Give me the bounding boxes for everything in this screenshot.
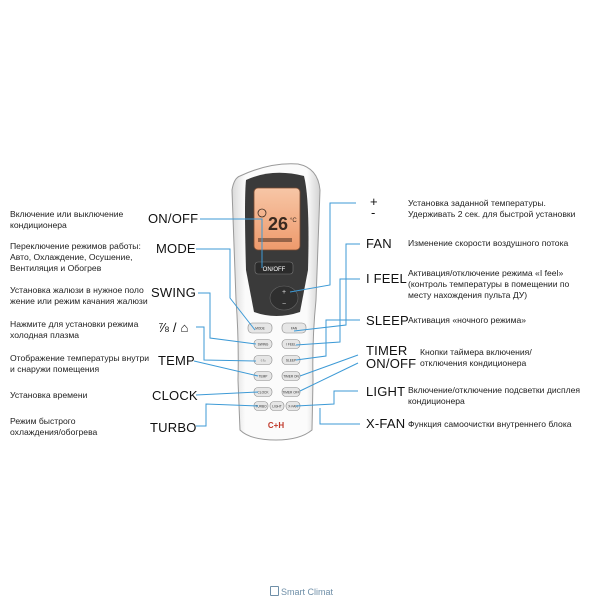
line-sleep xyxy=(295,319,360,361)
display-temp: 26 xyxy=(268,214,288,234)
desc-light: Включение/отключение подсветки дисплея к… xyxy=(408,385,581,406)
display-unit: °C xyxy=(290,218,297,224)
desc-temp: Отображение температуры внутри и снаружи… xyxy=(10,353,150,374)
remote-button-timer-off[interactable] xyxy=(281,387,301,397)
line-xfan xyxy=(319,408,360,425)
key-ifeel: I FEEL xyxy=(366,271,407,286)
remote-button-label: TURBO xyxy=(255,405,267,409)
remote-control: 26 °C ON/OFF + − MODE FAN SWING I FEEL ☃/⌂ SL… xyxy=(231,163,321,441)
key-timer: TIMER ON/OFF xyxy=(366,343,417,371)
key-mode: MODE xyxy=(156,241,196,256)
desc-timer: Кнопки таймера включения/ отключения кон… xyxy=(420,347,532,368)
key-plasma: ⅞ / ⌂ xyxy=(158,320,189,335)
desc-onoff: Включение или выключение кондиционера xyxy=(10,209,124,230)
key-light: LIGHT xyxy=(366,384,406,399)
key-minus: - xyxy=(371,205,376,220)
desc-sleep: Активация «ночного режима» xyxy=(408,315,527,325)
footer-brand: Smart Climat xyxy=(270,586,333,597)
line-clock xyxy=(195,391,259,396)
key-swing: SWING xyxy=(151,285,197,300)
line-ifeel xyxy=(295,278,360,346)
display-bar xyxy=(258,238,292,242)
display-fan-icon xyxy=(257,208,267,218)
remote-button-label: LIGHT xyxy=(272,405,281,409)
line-fan xyxy=(293,243,360,332)
line-timer xyxy=(299,354,359,377)
key-turbo: TURBO xyxy=(150,420,197,435)
key-onoff-left: ON/OFF xyxy=(148,211,199,226)
line-onoff-left xyxy=(200,218,263,268)
remote-button-label: SLEEP xyxy=(286,359,296,363)
plus-icon: + xyxy=(282,289,286,296)
line-temp xyxy=(193,360,259,377)
onoff-button-label: ON/OFF xyxy=(263,267,286,273)
brand-logo: C+H xyxy=(268,421,284,430)
key-plus: + xyxy=(370,194,378,209)
remote-button-label: SWING xyxy=(258,343,269,347)
remote-button-i-feel[interactable] xyxy=(281,339,301,349)
remote-button-label: CLOCK xyxy=(258,391,270,395)
line-turbo xyxy=(196,403,259,427)
line-plasma xyxy=(196,326,257,362)
remote-button-label: TIMER OFF xyxy=(282,391,299,395)
line-timer2 xyxy=(299,362,359,392)
remote-button-label: I FEEL xyxy=(286,343,296,347)
footer-brand-text: Smart Climat xyxy=(281,587,334,597)
line-plus xyxy=(289,202,356,293)
desc-ifeel: Активация/отключение режима «I feel» (ко… xyxy=(408,268,570,300)
remote-button-label: MODE xyxy=(255,327,265,331)
remote-button-light[interactable] xyxy=(269,401,285,411)
remote-button--[interactable] xyxy=(253,355,273,365)
home-icon xyxy=(270,586,279,596)
key-fan: FAN xyxy=(366,236,392,251)
key-sleep: SLEEP xyxy=(366,313,409,328)
remote-button-temp[interactable] xyxy=(253,371,273,381)
remote-button-label: ☃/⌂ xyxy=(260,359,266,363)
onoff-button xyxy=(254,261,294,275)
desc-turbo: Режим быстрого охлаждения/обогрева xyxy=(10,416,98,437)
remote-button-label: TIMER ON xyxy=(283,375,299,379)
desc-fan: Изменение скорости воздушного потока xyxy=(408,238,569,248)
desc-xfan: Функция самоочистки внутреннего блока xyxy=(408,419,572,429)
leader-lines xyxy=(193,202,360,427)
remote-button-label: X-FAN xyxy=(288,405,298,409)
minus-icon: − xyxy=(282,301,286,308)
desc-swing: Установка жалюзи в нужное поло жение или… xyxy=(10,285,148,306)
key-temp: TEMP xyxy=(158,353,195,368)
line-swing xyxy=(198,292,257,345)
remote-button-mode[interactable] xyxy=(247,322,273,334)
desc-plasma: Нажмите для установки режима холодная пл… xyxy=(10,319,139,340)
desc-plus: Установка заданной температуры. Удержива… xyxy=(408,198,576,219)
remote-button-label: FAN xyxy=(291,327,298,331)
key-clock: CLOCK xyxy=(152,388,198,403)
desc-clock: Установка времени xyxy=(10,390,88,400)
key-xfan: X-FAN xyxy=(366,416,406,431)
line-mode xyxy=(196,248,256,331)
line-light xyxy=(295,390,358,407)
remote-button-sleep[interactable] xyxy=(281,355,301,365)
desc-mode: Переключение режимов работы: Авто, Охлаж… xyxy=(10,241,141,273)
remote-button-label: TEMP xyxy=(259,375,268,379)
